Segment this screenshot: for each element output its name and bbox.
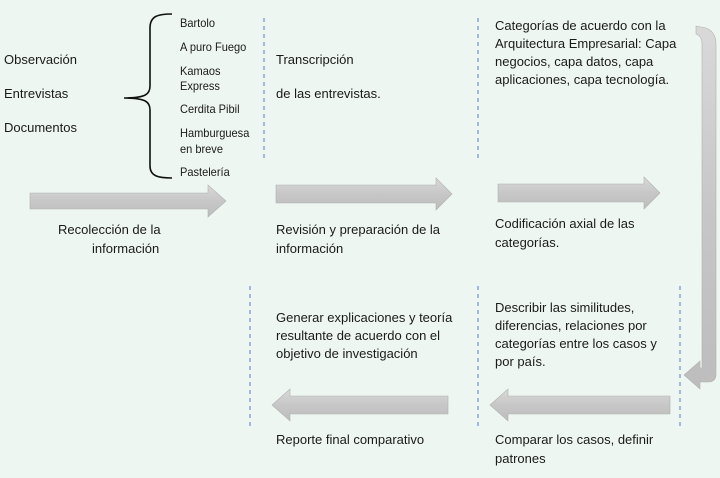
stage3-label-line1: Codificación axial de las (495, 216, 635, 231)
case-item: Pastelería (180, 165, 230, 179)
case-item: Hamburguesa (180, 126, 250, 140)
case-item: Bartolo (180, 16, 215, 30)
case-item: Cerdita Pibil (180, 102, 240, 116)
categories-line4: aplicaciones, capa tecnología. (495, 72, 670, 87)
describe-line2: diferencias, relaciones por (495, 318, 647, 333)
stage4-label-line1: Comparar los casos, definir (495, 432, 654, 447)
arrow-right-3 (497, 176, 661, 210)
case-item: A puro Fuego (180, 40, 247, 54)
categories-line2: Arquitectura Empresarial: Capa (495, 36, 677, 51)
source-documentos: Documentos (4, 120, 77, 135)
stage3-label-line2: categorías. (495, 235, 560, 250)
case-item: en breve (180, 142, 223, 156)
arrow-right-1 (29, 184, 227, 218)
arrow-left-2 (271, 388, 449, 422)
case-item: Kamaos (180, 64, 221, 78)
curly-brace (123, 13, 173, 179)
arrow-turn-down-left (683, 25, 717, 390)
stage2-label-line1: Revisión y preparación de la (276, 222, 441, 237)
explain-line2: resultante de acuerdo con el (276, 328, 441, 343)
categories-line1: Categorías de acuerdo con la (495, 18, 666, 33)
source-observacion: Observación (4, 52, 77, 67)
explain-line1: Generar explicaciones y teoría (276, 310, 453, 325)
stage1-label-line2: información (92, 241, 160, 256)
arrow-left-1 (489, 388, 671, 422)
arrow-right-2 (275, 177, 453, 211)
categories-line3: negocios, capa datos, capa (495, 54, 654, 69)
source-entrevistas: Entrevistas (4, 86, 69, 101)
describe-line3: categorías entre los casos y (495, 336, 657, 351)
stage5-label: Reporte final comparativo (276, 432, 425, 447)
stage4-label-line2: patrones (495, 451, 546, 466)
explain-line3: objetivo de investigación (276, 346, 418, 361)
stage1-label-line1: Recolección de la (58, 222, 161, 237)
describe-line1: Describir las similitudes, (495, 300, 635, 315)
case-item: Express (180, 79, 220, 93)
stage2-label-line2: información (276, 241, 344, 256)
transcription-line1: Transcripción (276, 52, 354, 67)
describe-line4: por país. (495, 354, 546, 369)
transcription-line2: de las entrevistas. (276, 86, 381, 101)
